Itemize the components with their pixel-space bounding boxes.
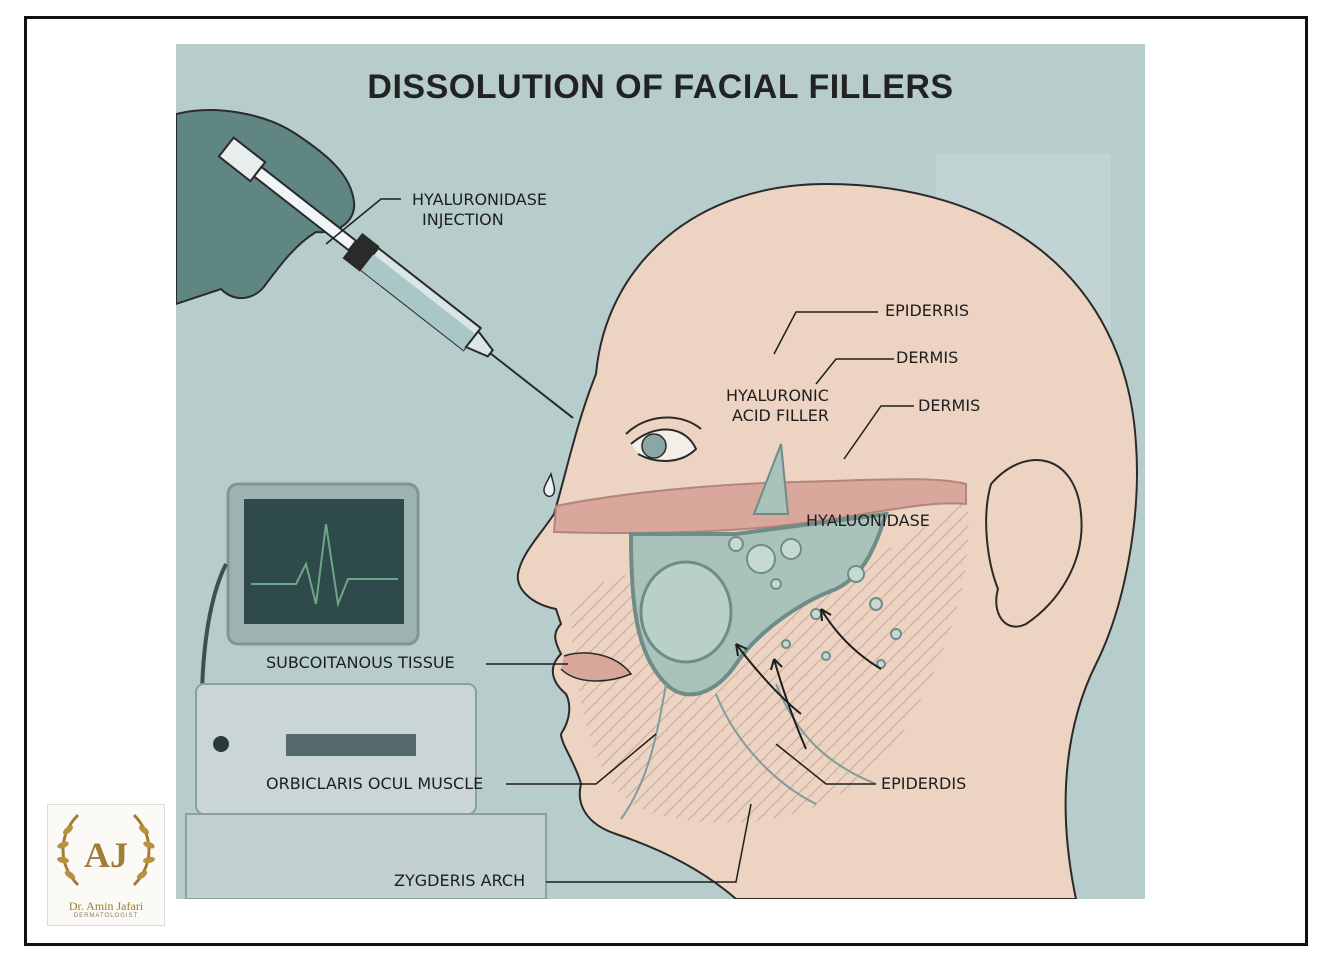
- laurel-icon: AJ: [57, 813, 155, 887]
- page-title: DISSOLUTION OF FACIAL FILLERS: [367, 68, 954, 106]
- medical-device: [185, 683, 547, 899]
- label-hyaluronidase-injection-line2: INJECTION: [422, 210, 504, 229]
- lips: [560, 652, 633, 682]
- label-orbiclaris-ocul-muscle: ORBICLARIS OCUL MUSCLE: [266, 774, 484, 793]
- syringe: [217, 136, 574, 419]
- logo-name: Dr. Amin Jafari: [68, 899, 144, 913]
- illustration-panel: DISSOLUTION OF FACIAL FILLERS HYALURONID…: [176, 44, 1145, 899]
- ear: [985, 459, 1083, 628]
- logo-subtitle: DERMATOLOGIST: [73, 913, 139, 919]
- filler-fragments: [728, 536, 902, 669]
- drop-icon: [543, 471, 556, 498]
- label-epiderdis: EPIDERDIS: [881, 774, 967, 793]
- illustration-svg: [176, 44, 1145, 899]
- label-dermis-1: DERMIS: [896, 348, 959, 367]
- filler-bolus: [639, 560, 733, 664]
- label-zygderis-arch: ZYGDERIS ARCH: [394, 871, 526, 890]
- clinic-logo: AJ Dr. Amin Jafari DERMATOLOGIST: [47, 804, 165, 926]
- eye: [625, 416, 702, 462]
- label-epiderris: EPIDERRIS: [885, 301, 970, 320]
- label-hyaluronic-filler-line2: ACID FILLER: [732, 406, 829, 425]
- ecg-monitor: [200, 482, 420, 899]
- label-subcoitanous-tissue: SUBCOITANOUS TISSUE: [266, 653, 455, 672]
- diffusion-arrows: [735, 608, 882, 750]
- filler-spike: [752, 443, 790, 515]
- leader-lines: [325, 198, 914, 883]
- label-dermis-2: DERMIS: [918, 396, 981, 415]
- vessel-lines: [620, 683, 877, 820]
- label-hyaluronidase-injection-line1: HYALURONIDASE: [412, 190, 547, 209]
- label-hyaluronic-filler-line1: HYALURONIC: [726, 386, 829, 405]
- logo-monogram: AJ: [84, 835, 128, 875]
- label-hyaluonidase: HYALUONIDASE: [806, 511, 930, 530]
